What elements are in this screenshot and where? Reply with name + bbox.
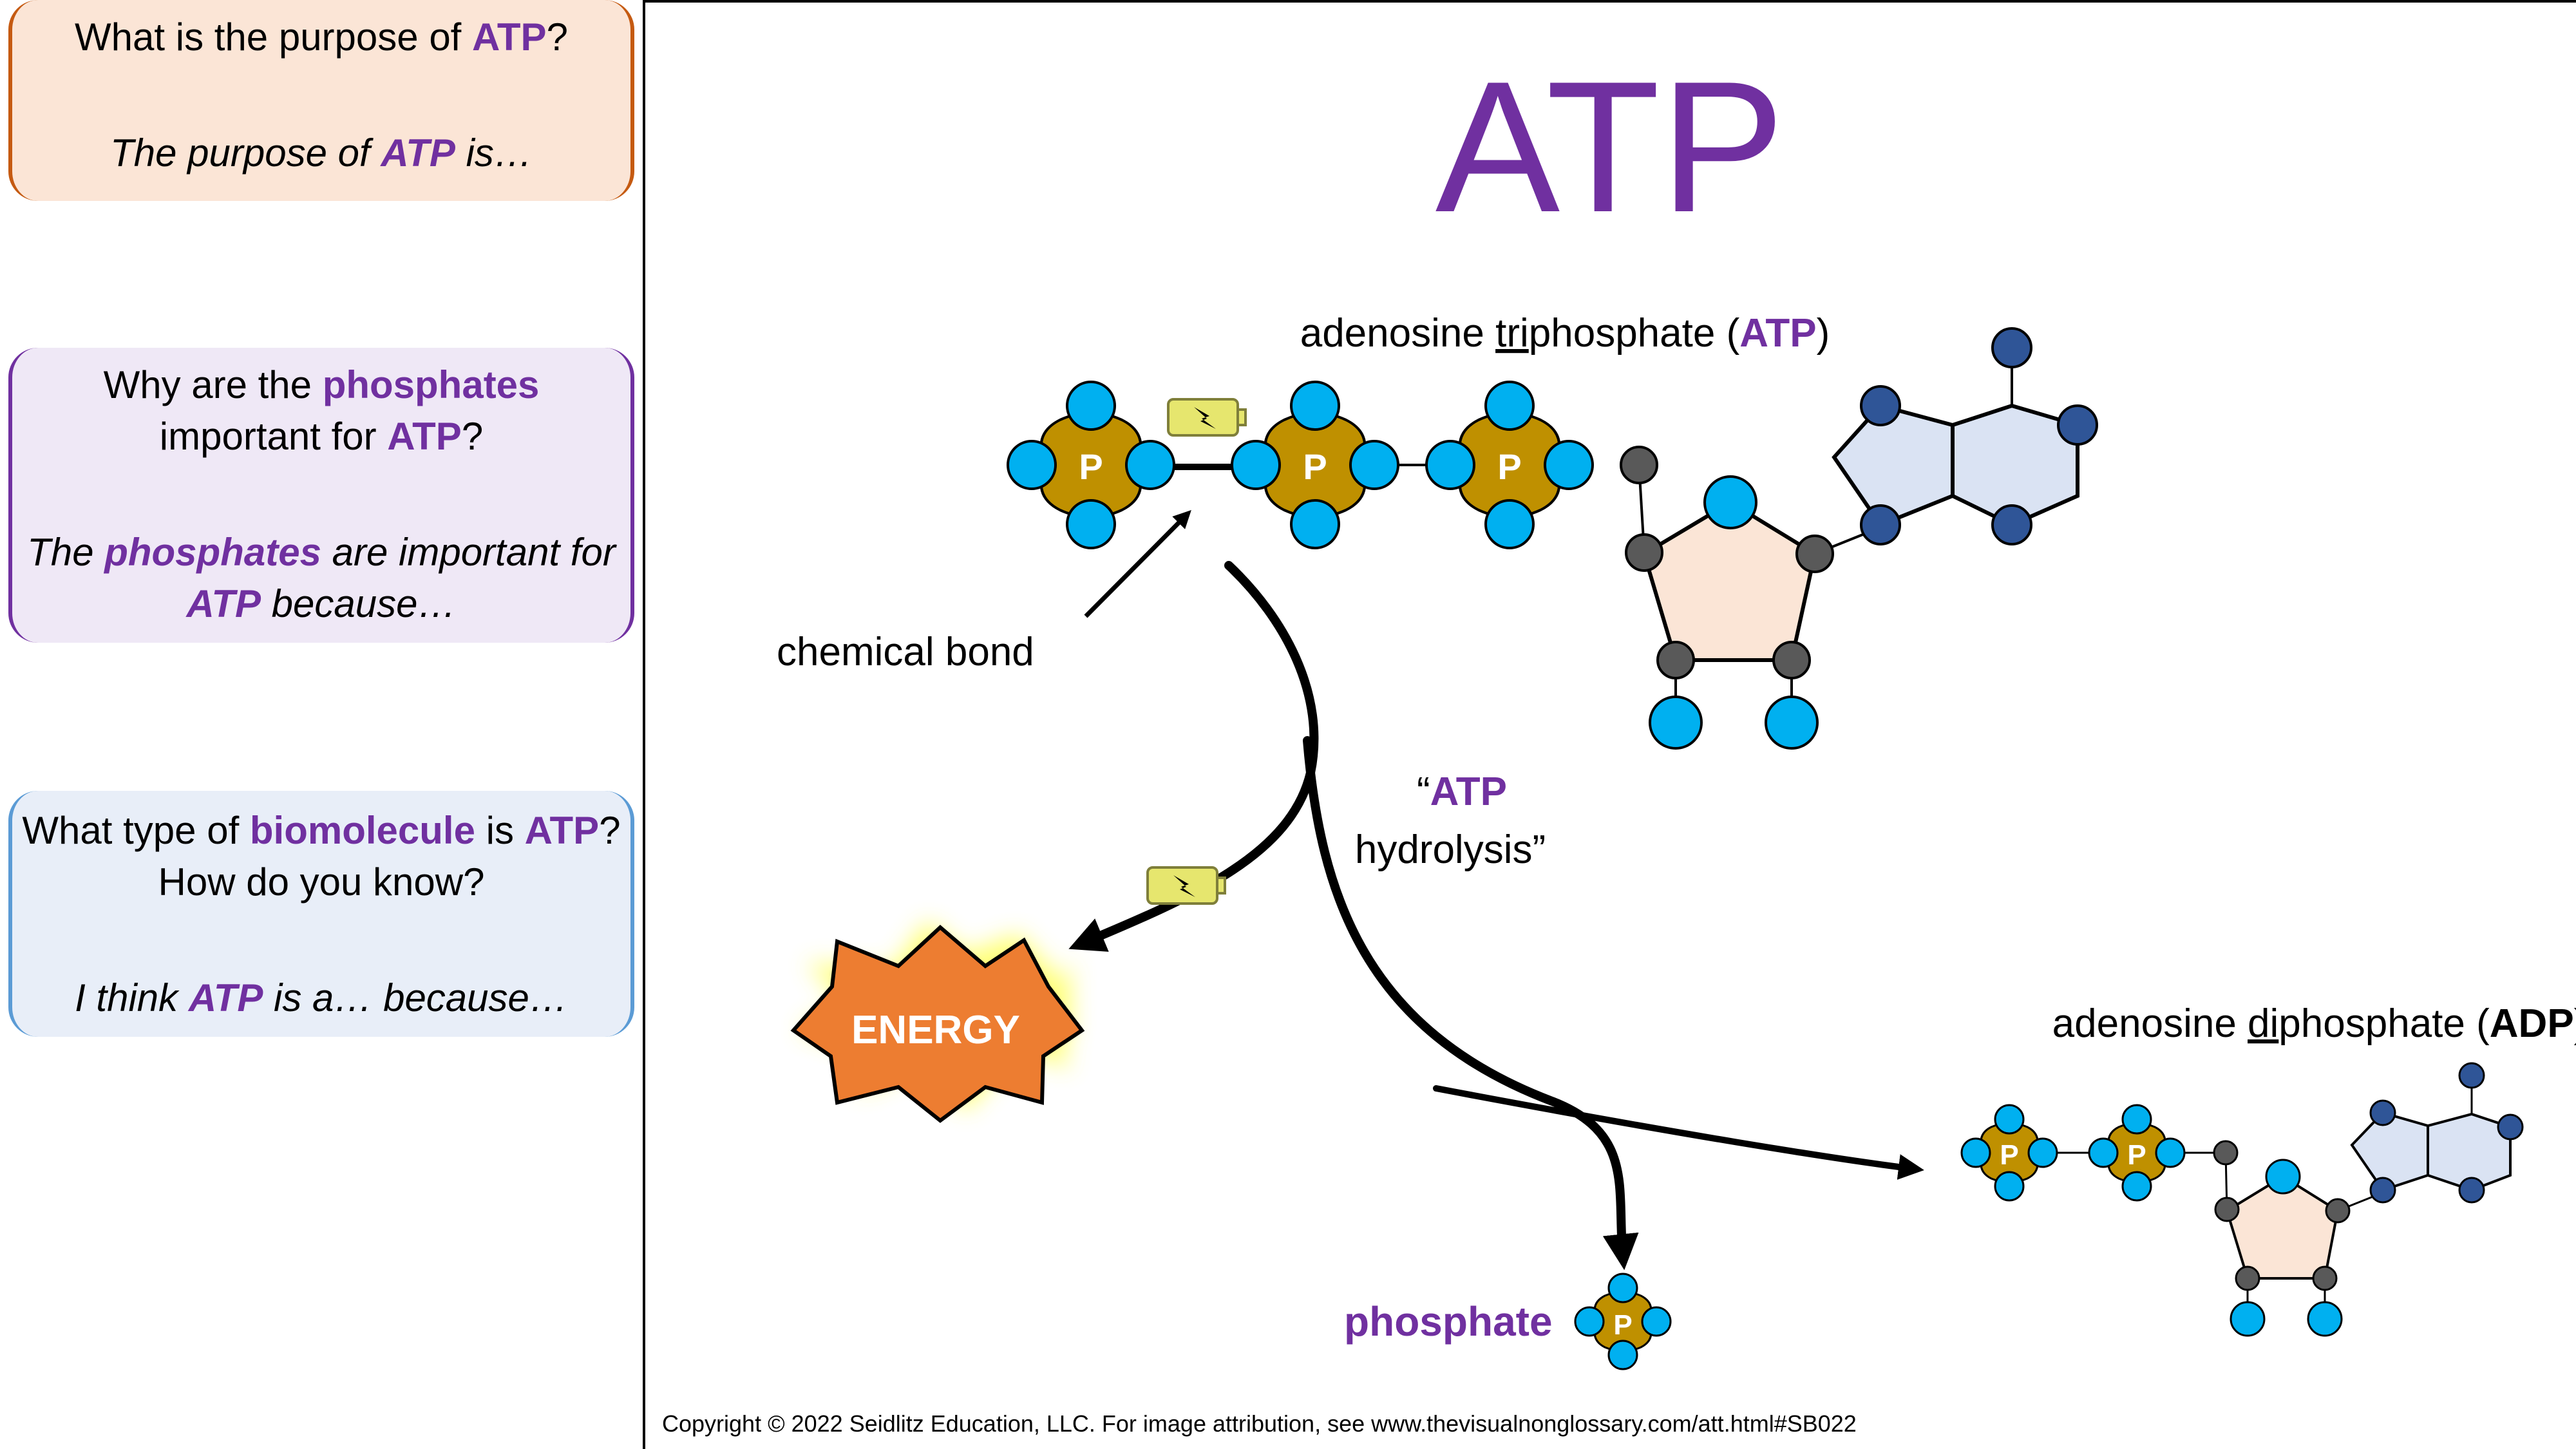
phosphate-letter: P: [1079, 446, 1103, 487]
prompt-question-line1: Why are the phosphates: [103, 363, 540, 406]
prompt-question-line2: important for ATP?: [159, 415, 484, 458]
battery-icon: [1167, 398, 1247, 437]
free-phosphate: P: [1574, 1273, 1672, 1370]
prompt-box-purpose: What is the purpose of ATP? The purpose …: [8, 0, 634, 201]
prompt-sentence-stem: The purpose of ATP is…: [110, 131, 533, 175]
atp-full-name-label: adenosine triphosphate (ATP): [1300, 311, 1830, 355]
hydrolysis-label-line2: hydrolysis”: [1355, 828, 1546, 872]
hydrolysis-label-line1: “ATP: [1417, 770, 1507, 814]
chemical-bond-label: chemical bond: [777, 630, 1034, 674]
energy-label: ENERGY: [851, 1008, 1020, 1052]
diagram-title: ATP: [1435, 43, 1785, 251]
prompt-question-line1: What type of biomolecule is ATP?: [22, 809, 621, 852]
phosphate-letter: P: [1497, 446, 1521, 487]
diagram-frame: [643, 0, 2576, 1449]
phosphate-letter: P: [2000, 1139, 2018, 1171]
adp-molecule: P P: [1960, 1062, 2524, 1337]
phosphate-label: phosphate: [1344, 1298, 1553, 1345]
prompt-box-phosphates: Why are the phosphates important for ATP…: [8, 348, 634, 643]
prompt-sentence-stem: I think ATP is a… because…: [75, 976, 568, 1019]
prompt-sentence-stem-line2: ATP because…: [186, 582, 457, 625]
adp-full-name-label: adenosine diphosphate (ADP): [2052, 1001, 2576, 1046]
chemical-bond-arrow: [1084, 510, 1191, 618]
phosphate-letter: P: [1613, 1309, 1632, 1341]
prompt-question-line2: How do you know?: [158, 860, 485, 904]
prompt-sentence-stem-line1: The phosphates are important for: [27, 531, 616, 574]
prompt-question: What is the purpose of ATP?: [75, 15, 568, 59]
phosphate-letter: P: [2127, 1139, 2146, 1171]
battery-icon: [1146, 866, 1226, 905]
copyright-notice: Copyright © 2022 Seidlitz Education, LLC…: [662, 1410, 1857, 1437]
phosphate-letter: P: [1303, 446, 1327, 487]
prompt-box-biomolecule: What type of biomolecule is ATP? How do …: [8, 791, 634, 1037]
atp-molecule: P P P: [1007, 327, 2098, 750]
energy-burst: ENERGY: [790, 921, 1085, 1123]
adenine-base: [1832, 403, 2079, 527]
